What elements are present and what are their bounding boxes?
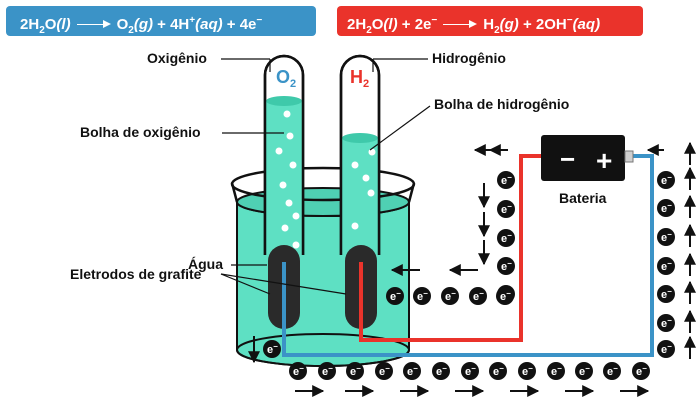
- battery-minus: −: [560, 144, 575, 174]
- electron-icon: e−: [547, 362, 565, 380]
- electron-icon: e−: [497, 171, 515, 189]
- battery: [541, 135, 625, 181]
- electron-icon: e−: [657, 199, 675, 217]
- battery-plus: +: [596, 145, 612, 176]
- electron-label: e−: [661, 230, 672, 244]
- label-water: Água: [188, 256, 223, 272]
- electron-icon: e−: [469, 287, 487, 305]
- label-hydrogen: Hidrogênio: [432, 50, 506, 66]
- electron-icon: e−: [289, 362, 307, 380]
- electron-label: e−: [322, 364, 333, 378]
- label-oxygen: Oxigênio: [147, 50, 207, 66]
- electron-icon: e−: [657, 314, 675, 332]
- hydrogen-bubbles: [351, 148, 376, 230]
- label-battery: Bateria: [559, 190, 607, 206]
- electron-label: e−: [407, 364, 418, 378]
- electron-icon: e−: [461, 362, 479, 380]
- electron-icon: e−: [497, 229, 515, 247]
- electron-icon: e−: [441, 287, 459, 305]
- electron-icon: e−: [403, 362, 421, 380]
- hydrogen-formula: H2: [350, 67, 369, 90]
- electron-icon: e−: [496, 287, 514, 305]
- electron-label: e−: [501, 259, 512, 273]
- electron-label: e−: [636, 364, 647, 378]
- reduction-equation: 2H2O(l) + 2e−H2(g) + 2OH−(aq): [337, 6, 643, 36]
- electron-icon: e−: [386, 287, 404, 305]
- electron-label: e−: [379, 364, 390, 378]
- electron-label: e−: [522, 364, 533, 378]
- electron-icon: e−: [518, 362, 536, 380]
- oxidation-equation: 2H2O(l)O2(g) + 4H+(aq) + 4e−: [6, 6, 316, 36]
- electron-flow: e− e− e− e− e− e− e− e− e− e− e− e− e− e− e− e− e− e− e− e−…: [248, 141, 696, 397]
- electron-icon: e−: [657, 228, 675, 246]
- electron-icon: e−: [657, 171, 675, 189]
- label-electrodes: Eletrodos de grafite: [70, 266, 202, 282]
- electron-label: e−: [501, 173, 512, 187]
- electron-icon: e−: [657, 285, 675, 303]
- electron-label: e−: [661, 201, 672, 215]
- electron-label: e−: [579, 364, 590, 378]
- label-hydrogen-bubble: Bolha de hidrogênio: [434, 96, 570, 112]
- electron-label: e−: [500, 289, 511, 303]
- electron-label: e−: [501, 202, 512, 216]
- electron-icon: e−: [575, 362, 593, 380]
- oxygen-formula: O2: [276, 67, 296, 90]
- electron-icon: e−: [413, 287, 431, 305]
- electron-icon: e−: [346, 362, 364, 380]
- electron-icon: e−: [497, 257, 515, 275]
- electron-label: e−: [473, 289, 484, 303]
- electron-icon: e−: [375, 362, 393, 380]
- electron-label: e−: [493, 364, 504, 378]
- electron-label: e−: [350, 364, 361, 378]
- label-oxygen-bubble: Bolha de oxigênio: [80, 124, 201, 140]
- leader-lines: [220, 58, 431, 295]
- electron-icon: e−: [318, 362, 336, 380]
- electron-label: e−: [551, 364, 562, 378]
- electron-label: e−: [661, 173, 672, 187]
- wire-negative: [359, 154, 541, 342]
- electron-icon: e−: [497, 200, 515, 218]
- electron-icon: e−: [603, 362, 621, 380]
- electron-label: e−: [661, 316, 672, 330]
- electron-label: e−: [417, 289, 428, 303]
- electron-label: e−: [293, 364, 304, 378]
- electron-label: e−: [465, 364, 476, 378]
- electron-label: e−: [661, 259, 672, 273]
- electron-label: e−: [267, 342, 278, 356]
- reaction-arrow-icon: [76, 19, 111, 29]
- reaction-arrow-icon: [443, 19, 478, 29]
- wire-positive: [282, 154, 654, 357]
- electron-label: e−: [661, 342, 672, 356]
- electron-icon: e−: [263, 340, 281, 358]
- electron-label: e−: [661, 287, 672, 301]
- oxygen-bubbles: [275, 110, 300, 249]
- electron-label: e−: [445, 289, 456, 303]
- electron-icon: e−: [657, 340, 675, 358]
- electron-icon: e−: [432, 362, 450, 380]
- electron-icon: e−: [489, 362, 507, 380]
- electron-label: e−: [607, 364, 618, 378]
- electron-icon: e−: [657, 257, 675, 275]
- electron-label: e−: [436, 364, 447, 378]
- electron-label: e−: [390, 289, 401, 303]
- electron-label: e−: [501, 231, 512, 245]
- electron-icon: e−: [632, 362, 650, 380]
